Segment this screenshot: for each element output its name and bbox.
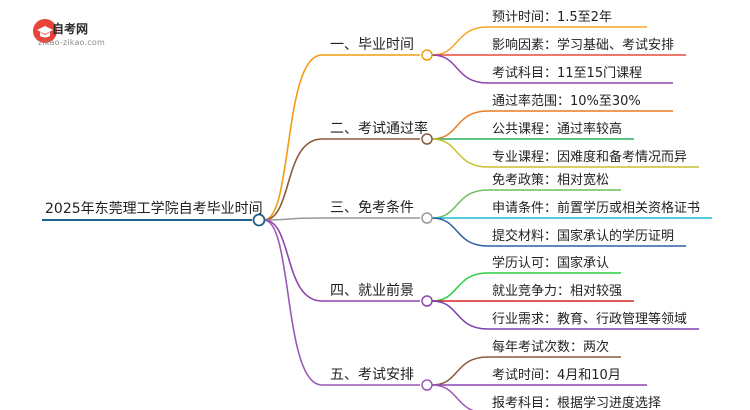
leaf-node[interactable]: 通过率范围：10%至30% — [431, 93, 673, 140]
leaf-label: 影响因素：学习基础、考试安排 — [492, 37, 674, 53]
leaf-connector — [431, 26, 489, 56]
leaf-connector — [431, 138, 489, 168]
leaf-connector — [431, 54, 489, 84]
branch-3[interactable]: 三、免考条件 免考政策：相对宽松申请条件：前置学历或相关资格证书提交材料：国家承认… — [263, 172, 712, 247]
leaf-label: 预计时间：1.5至2年 — [492, 10, 612, 25]
leaf-node[interactable]: 预计时间：1.5至2年 — [431, 10, 647, 56]
leaf-connector — [431, 272, 489, 302]
branch-label: 三、免考条件 — [330, 199, 414, 216]
leaf-label: 免考政策：相对宽松 — [492, 172, 609, 188]
leaf-node[interactable]: 考试时间：4月和10月 — [432, 368, 647, 386]
leaf-label: 考试时间：4月和10月 — [492, 368, 621, 383]
branch-toggle-icon[interactable] — [421, 379, 433, 391]
leaf-label: 每年考试次数：两次 — [492, 339, 609, 355]
leaf-label: 申请条件：前置学历或相关资格证书 — [492, 200, 700, 216]
leaf-node[interactable]: 免考政策：相对宽松 — [431, 172, 621, 219]
leaf-connector — [431, 300, 489, 330]
logo-title: 自考网 — [52, 22, 89, 36]
leaf-node[interactable]: 提交材料：国家承认的学历证明 — [431, 217, 686, 247]
leaf-label: 行业需求：教育、行政管理等领域 — [492, 311, 687, 327]
branch-toggle-icon[interactable] — [421, 133, 433, 145]
leaf-label: 公共课程：通过率较高 — [492, 121, 622, 137]
leaf-connector — [431, 110, 489, 140]
branch-connector — [263, 138, 323, 221]
branch-connector — [263, 219, 323, 386]
leaf-label: 考试科目：11至15门课程 — [492, 66, 642, 81]
leaf-connector — [431, 356, 489, 386]
leaf-label: 提交材料：国家承认的学历证明 — [492, 228, 674, 244]
logo-url: zikao-zikao.com — [38, 38, 105, 47]
leaf-node[interactable]: 行业需求：教育、行政管理等领域 — [431, 300, 699, 330]
root-label: 2025年东莞理工学院自考毕业时间 — [45, 201, 263, 217]
leaf-node[interactable]: 就业竞争力：相对较强 — [431, 283, 634, 302]
leaf-connector — [431, 384, 475, 410]
leaf-node[interactable]: 申请条件：前置学历或相关资格证书 — [432, 200, 712, 219]
leaf-node[interactable]: 考试科目：11至15门课程 — [431, 54, 673, 84]
branch-toggle-icon[interactable] — [421, 212, 433, 224]
branch-label: 二、考试通过率 — [330, 120, 428, 137]
leaf-node[interactable]: 报考科目：根据学习进度选择 — [431, 384, 673, 410]
leaf-label: 就业竞争力：相对较强 — [492, 283, 622, 299]
leaf-node[interactable]: 学历认可：国家承认 — [431, 255, 621, 302]
leaf-node[interactable]: 影响因素：学习基础、考试安排 — [432, 37, 686, 56]
site-logo[interactable] — [28, 14, 168, 54]
branch-label: 一、毕业时间 — [330, 37, 414, 53]
leaf-connector — [431, 217, 489, 247]
leaf-label: 报考科目：根据学习进度选择 — [492, 395, 661, 410]
leaf-label: 学历认可：国家承认 — [492, 255, 609, 271]
leaf-node[interactable]: 每年考试次数：两次 — [431, 339, 621, 386]
leaf-label: 通过率范围：10%至30% — [492, 93, 641, 109]
branch-connector — [263, 217, 323, 221]
root-toggle-icon[interactable] — [252, 213, 266, 227]
branch-1[interactable]: 一、毕业时间 预计时间：1.5至2年影响因素：学习基础、考试安排考试科目：11至1… — [263, 10, 686, 221]
branch-label: 五、考试安排 — [330, 367, 414, 383]
leaf-connector — [431, 189, 489, 219]
branch-2[interactable]: 二、考试通过率 通过率范围：10%至30% 公共课程：通过率较高专业课程：因难度和备… — [263, 93, 699, 221]
leaf-label: 专业课程：因难度和备考情况而异 — [492, 149, 687, 165]
branch-label: 四、就业前景 — [330, 282, 414, 299]
leaf-node[interactable]: 公共课程：通过率较高 — [432, 121, 634, 140]
branch-toggle-icon[interactable] — [421, 49, 433, 61]
branch-connector — [263, 219, 323, 302]
branch-connector — [263, 54, 323, 221]
leaf-node[interactable]: 专业课程：因难度和备考情况而异 — [431, 138, 699, 168]
branch-toggle-icon[interactable] — [421, 295, 433, 307]
graduation-cap-icon — [33, 19, 57, 43]
